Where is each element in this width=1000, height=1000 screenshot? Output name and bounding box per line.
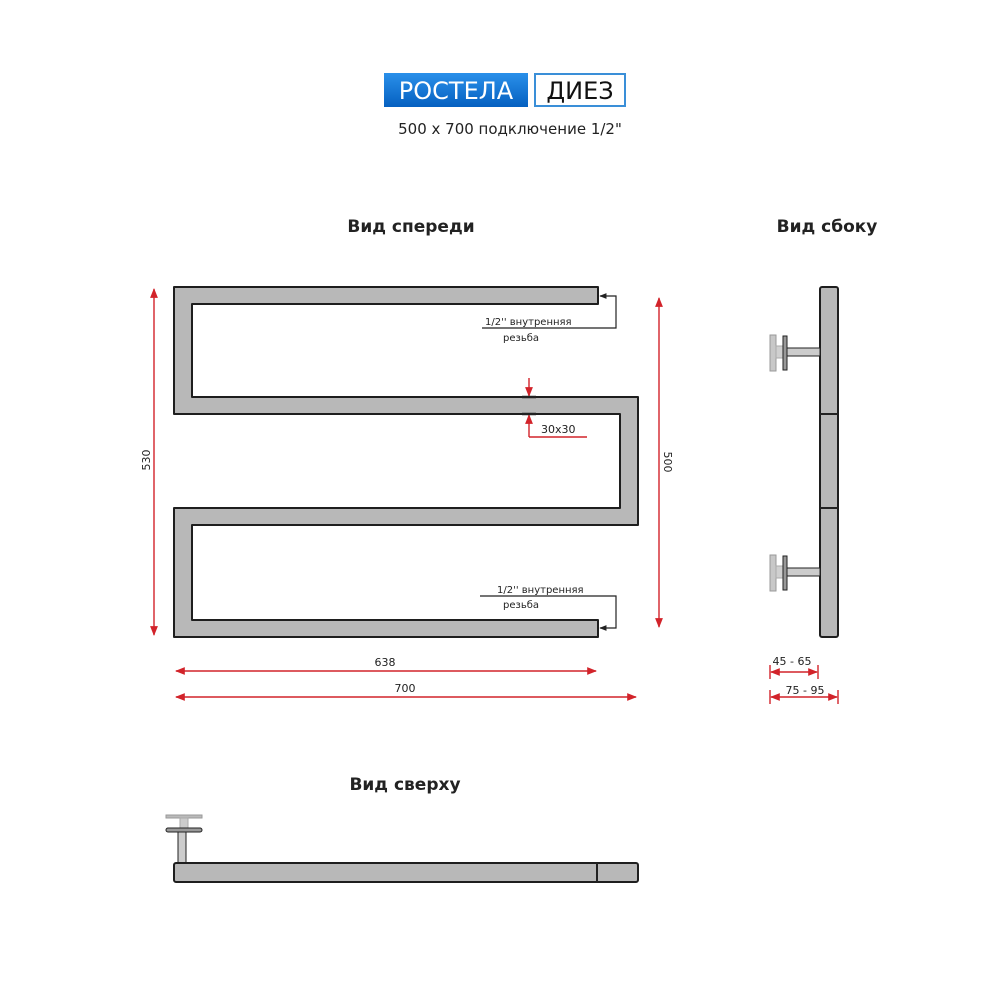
thread-top-label: 1/2'' внутренняя bbox=[485, 317, 572, 328]
profile-dimension: 30x30 bbox=[522, 378, 587, 438]
thread-callout-bottom: 1/2'' внутренняя резьба bbox=[480, 585, 617, 631]
dim-530-label: 530 bbox=[140, 450, 153, 471]
thread-bottom-label-2: резьба bbox=[503, 600, 539, 611]
model-name: ДИЕЗ bbox=[546, 77, 613, 105]
wall-bracket-bottom bbox=[769, 554, 821, 592]
dim-height-axis: 500 bbox=[655, 297, 674, 628]
subtitle: 500 x 700 подключение 1/2" bbox=[398, 120, 622, 138]
dim-height-total: 530 bbox=[140, 288, 158, 636]
profile-label: 30x30 bbox=[541, 423, 576, 436]
front-view-title: Вид спереди bbox=[347, 217, 474, 237]
wall-bracket-top bbox=[769, 334, 821, 372]
dim-75-95-label: 75 - 95 bbox=[786, 684, 825, 697]
dim-wall-total: 75 - 95 bbox=[769, 684, 839, 704]
dim-width-axis: 638 bbox=[175, 656, 597, 675]
dim-45-65-label: 45 - 65 bbox=[773, 655, 812, 668]
dim-638-label: 638 bbox=[375, 656, 396, 669]
thread-bottom-label: 1/2'' внутренняя bbox=[497, 585, 584, 596]
dim-width-total: 700 bbox=[175, 682, 637, 701]
front-view-pipe bbox=[173, 286, 639, 638]
top-view-title: Вид сверху bbox=[349, 775, 460, 795]
dim-500-label: 500 bbox=[661, 452, 674, 473]
brand-logo: РОСТЕЛА ДИЕЗ bbox=[384, 73, 626, 107]
top-view bbox=[165, 814, 639, 883]
side-view-title: Вид сбоку bbox=[777, 217, 878, 237]
thread-callout-top: 1/2'' внутренняя резьба bbox=[482, 293, 617, 344]
thread-top-label-2: резьба bbox=[503, 333, 539, 344]
brand-name: РОСТЕЛА bbox=[399, 77, 514, 105]
dim-700-label: 700 bbox=[395, 682, 416, 695]
dim-wall-axis: 45 - 65 bbox=[769, 655, 819, 679]
side-view bbox=[769, 286, 839, 638]
